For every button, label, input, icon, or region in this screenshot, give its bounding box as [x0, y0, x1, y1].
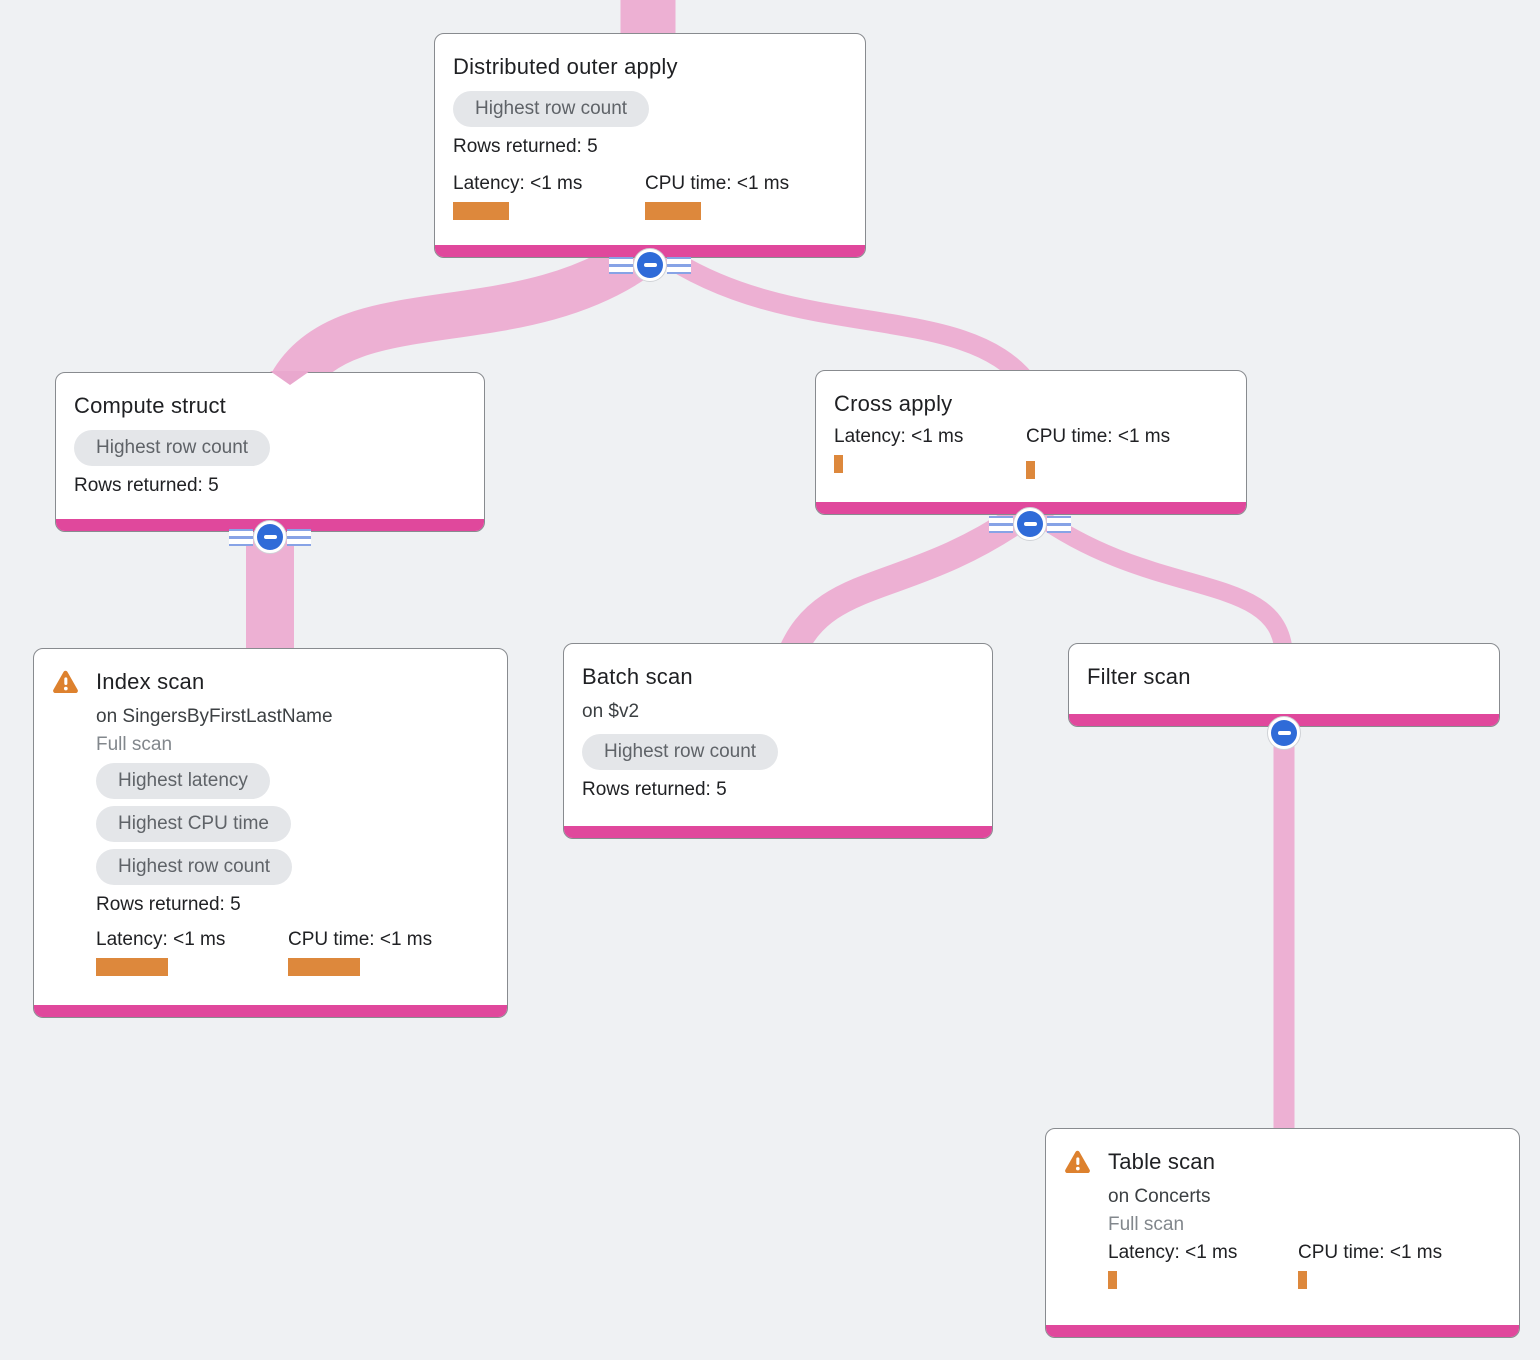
link-distributed-outer-apply-to-compute-struct — [270, 233, 658, 398]
node-title: Filter scan — [1087, 664, 1191, 689]
link-stripes-left — [609, 256, 633, 274]
collapse-minus-icon — [257, 524, 283, 550]
node-title: Table scan — [1108, 1149, 1216, 1174]
link-stripes-right — [1047, 515, 1071, 533]
node-index-scan[interactable]: Index scan on SingersByFirstLastName Ful… — [33, 648, 508, 1018]
node-title: Batch scan — [582, 664, 693, 689]
link-cross-apply-to-filter-scan — [1031, 507, 1293, 656]
badge-highest-latency: Highest latency — [96, 763, 270, 799]
cpu-time-label: CPU time: <1 ms — [1026, 426, 1171, 447]
cpu-time-bar — [1298, 1271, 1307, 1289]
node-compute-struct[interactable]: Compute struct Highest row count Rows re… — [55, 372, 485, 532]
cpu-time-bar — [645, 202, 701, 220]
node-title: Compute struct — [74, 393, 226, 418]
collapse-minus-icon — [637, 252, 663, 278]
latency-bar — [834, 455, 843, 473]
node-title: Cross apply — [834, 391, 953, 416]
node-batch-scan[interactable]: Batch scan on $v2 Highest row count Rows… — [563, 643, 993, 839]
rows-returned: Rows returned: 5 — [74, 475, 219, 496]
node-table-scan[interactable]: Table scan on Concerts Full scan Latency… — [1045, 1128, 1520, 1338]
latency-bar — [453, 202, 509, 220]
latency-bar — [96, 958, 168, 976]
link-stripes-right — [287, 528, 311, 546]
badge-highest-cpu-time: Highest CPU time — [96, 806, 291, 842]
collapse-button-cross-apply[interactable] — [989, 507, 1071, 541]
warning-icon — [1065, 1150, 1090, 1174]
node-title: Distributed outer apply — [453, 54, 678, 79]
rows-returned: Rows returned: 5 — [453, 136, 598, 157]
latency-bar — [1108, 1271, 1117, 1289]
badge-highest-row-count: Highest row count — [453, 91, 650, 127]
rows-returned: Rows returned: 5 — [582, 779, 727, 800]
link-cross-apply-to-batch-scan — [775, 503, 1032, 666]
node-title: Index scan — [96, 669, 205, 694]
scan-type: Full scan — [96, 734, 173, 755]
link-stripes-left — [229, 528, 253, 546]
warning-icon — [53, 670, 78, 694]
badge-highest-row-count: Highest row count — [74, 430, 271, 466]
cpu-time-bar — [288, 958, 360, 976]
node-distributed-outer-apply[interactable]: Distributed outer apply Highest row coun… — [434, 33, 866, 258]
link-arrow-tip — [270, 371, 310, 385]
node-subtitle: on Concerts — [1108, 1186, 1211, 1207]
collapse-minus-icon — [1017, 511, 1043, 537]
link-stripes-left — [989, 515, 1013, 533]
latency-label: Latency: <1 ms — [1108, 1242, 1238, 1263]
cpu-time-label: CPU time: <1 ms — [1298, 1242, 1443, 1263]
cpu-time-label: CPU time: <1 ms — [288, 929, 433, 950]
badge-highest-row-count: Highest row count — [96, 849, 293, 885]
rows-returned: Rows returned: 5 — [96, 894, 241, 915]
link-distributed-outer-apply-to-cross-apply — [654, 243, 1038, 392]
collapse-button-compute-struct[interactable] — [229, 520, 311, 554]
collapse-minus-icon — [1271, 720, 1297, 746]
node-filter-scan[interactable]: Filter scan — [1068, 643, 1500, 727]
cpu-time-bar — [1026, 461, 1035, 479]
latency-label: Latency: <1 ms — [453, 173, 583, 194]
latency-label: Latency: <1 ms — [834, 426, 964, 447]
node-bottom-bar — [564, 826, 992, 838]
node-cross-apply[interactable]: Cross apply Latency: <1 ms CPU time: <1 … — [815, 370, 1247, 515]
node-bottom-bar — [34, 1005, 507, 1017]
node-subtitle: on SingersByFirstLastName — [96, 706, 333, 727]
link-stripes-right — [667, 256, 691, 274]
node-subtitle: on $v2 — [582, 701, 640, 722]
node-bottom-bar — [1046, 1325, 1519, 1337]
cpu-time-label: CPU time: <1 ms — [645, 173, 790, 194]
latency-label: Latency: <1 ms — [96, 929, 226, 950]
collapse-button-filter-scan[interactable] — [1267, 716, 1301, 750]
collapse-button-distributed-outer-apply[interactable] — [609, 248, 691, 282]
badge-highest-row-count: Highest row count — [582, 734, 779, 770]
scan-type: Full scan — [1108, 1214, 1185, 1235]
